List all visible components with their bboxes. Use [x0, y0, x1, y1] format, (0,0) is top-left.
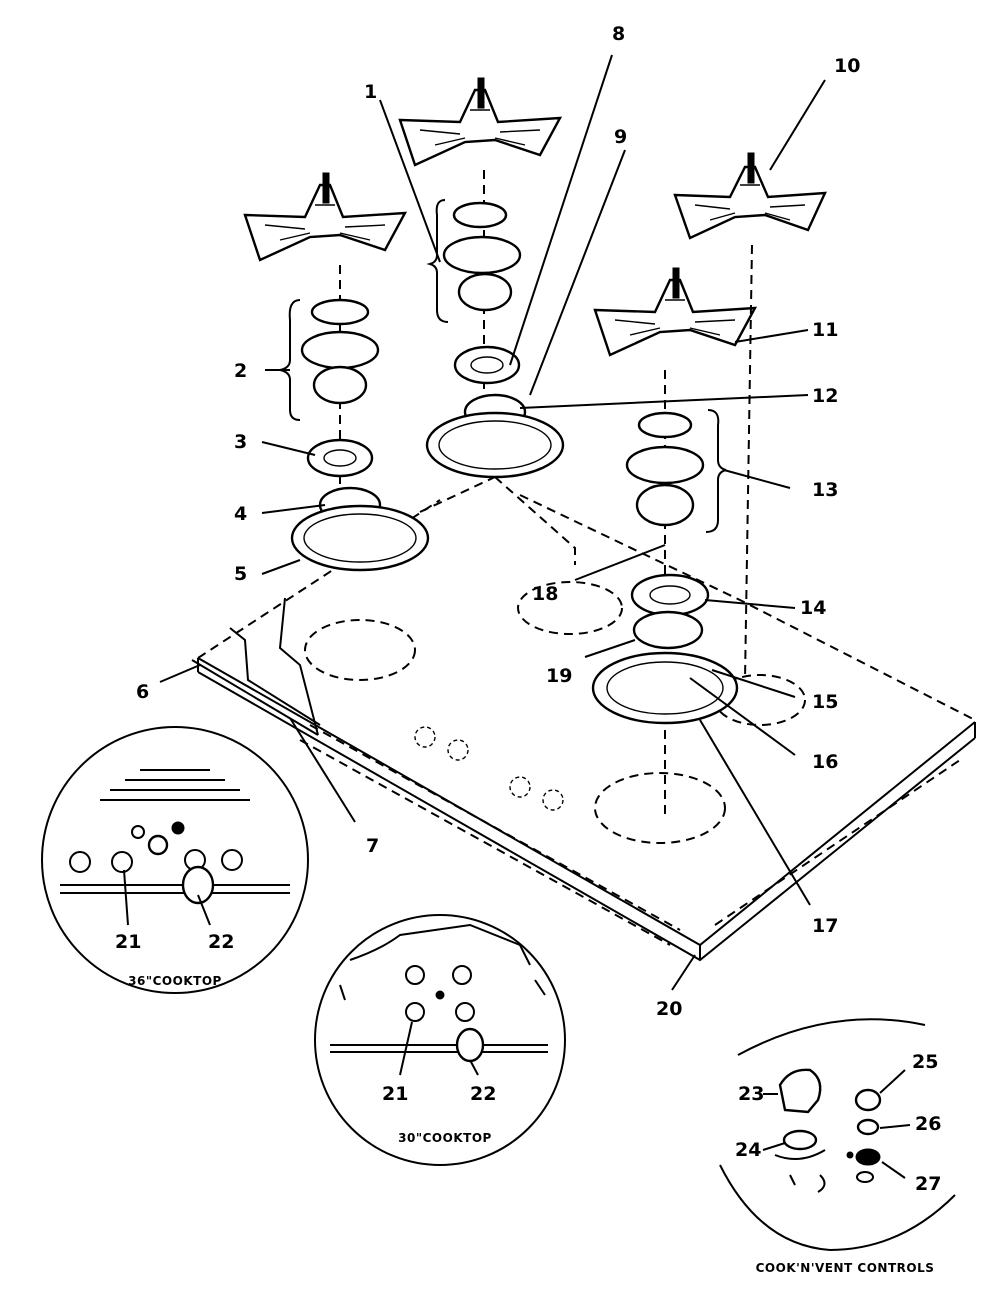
- inset-vent-label-27: 27: [915, 1173, 941, 1195]
- grate-left: [243, 172, 408, 262]
- right-front-strip: [714, 759, 961, 926]
- callout-14: 14: [800, 597, 826, 619]
- grate-right-rear: [673, 152, 827, 240]
- knob-hole: [414, 726, 436, 748]
- callout-3: 3: [234, 431, 247, 453]
- burner-opening-center: [517, 581, 623, 635]
- grate-center: [398, 77, 563, 167]
- burner-stack-center: [425, 170, 565, 479]
- callout-8: 8: [612, 23, 625, 45]
- cooktop-back-right-edge: [519, 494, 976, 721]
- callout-9: 9: [614, 126, 627, 148]
- front-trim: [191, 627, 321, 736]
- brace-2: [279, 299, 301, 421]
- callout-15: 15: [812, 691, 838, 713]
- inset-36-label-22: 22: [208, 931, 234, 953]
- burner-opening-front-right: [594, 772, 726, 844]
- callout-12: 12: [812, 385, 838, 407]
- callout-labels: 1 2 3 4 5 6 7 8 9 10 11 12 13 14 15 16 1…: [136, 23, 860, 1020]
- grate-right-front: [593, 267, 758, 357]
- control-strip-lower: [299, 739, 671, 946]
- callout-7: 7: [366, 835, 379, 857]
- inset-36-caption: 36"COOKTOP: [128, 974, 222, 988]
- inset-30-label-22: 22: [470, 1083, 496, 1105]
- inset-30-cooktop: 21 22 30"COOKTOP: [314, 914, 566, 1166]
- inset-30-label-21: 21: [382, 1083, 408, 1105]
- callout-13: 13: [812, 479, 838, 501]
- inset-vent-label-23: 23: [738, 1083, 764, 1105]
- inset-vent-caption: COOK'N'VENT CONTROLS: [756, 1261, 935, 1275]
- inset-36-label-21: 21: [115, 931, 141, 953]
- link-center-18: [494, 476, 576, 565]
- brace-1: [426, 199, 449, 323]
- knob-hole: [509, 776, 531, 798]
- callout-18: 18: [532, 583, 558, 605]
- callout-10: 10: [834, 55, 860, 77]
- cooktop-corners: [197, 658, 976, 960]
- burner-stack-right: [591, 244, 753, 820]
- callout-17: 17: [812, 915, 838, 937]
- knob-hole: [447, 739, 469, 761]
- burner-stack-left: [290, 265, 430, 572]
- callout-6: 6: [136, 681, 149, 703]
- burner-opening-left: [304, 619, 416, 681]
- callout-5: 5: [234, 563, 247, 585]
- callout-4: 4: [234, 503, 247, 525]
- inset-vent-label-24: 24: [735, 1139, 761, 1161]
- knob-hole: [542, 789, 564, 811]
- link-left-center: [419, 476, 496, 513]
- callout-20: 20: [656, 998, 682, 1020]
- cooktop-body: [191, 494, 976, 962]
- inset-vent-controls: 23 24 25 26 27 COOK'N'VENT CONTROLS: [719, 1018, 956, 1275]
- cooktop-front-edges: [197, 657, 976, 947]
- callout-16: 16: [812, 751, 838, 773]
- inset-vent-label-25: 25: [912, 1051, 938, 1073]
- inset-30-caption: 30"COOKTOP: [398, 1131, 492, 1145]
- control-strip-upper: [309, 724, 681, 931]
- callout-11: 11: [812, 319, 838, 341]
- side-trim: [278, 597, 319, 736]
- callout-19: 19: [546, 665, 572, 687]
- callout-1: 1: [364, 81, 377, 103]
- inset-vent-label-26: 26: [915, 1113, 941, 1135]
- leader-lines: [159, 54, 826, 991]
- callout-2: 2: [234, 360, 247, 382]
- inset-36-cooktop: 21 22 36"COOKTOP: [41, 726, 309, 994]
- brace-13: [705, 409, 727, 533]
